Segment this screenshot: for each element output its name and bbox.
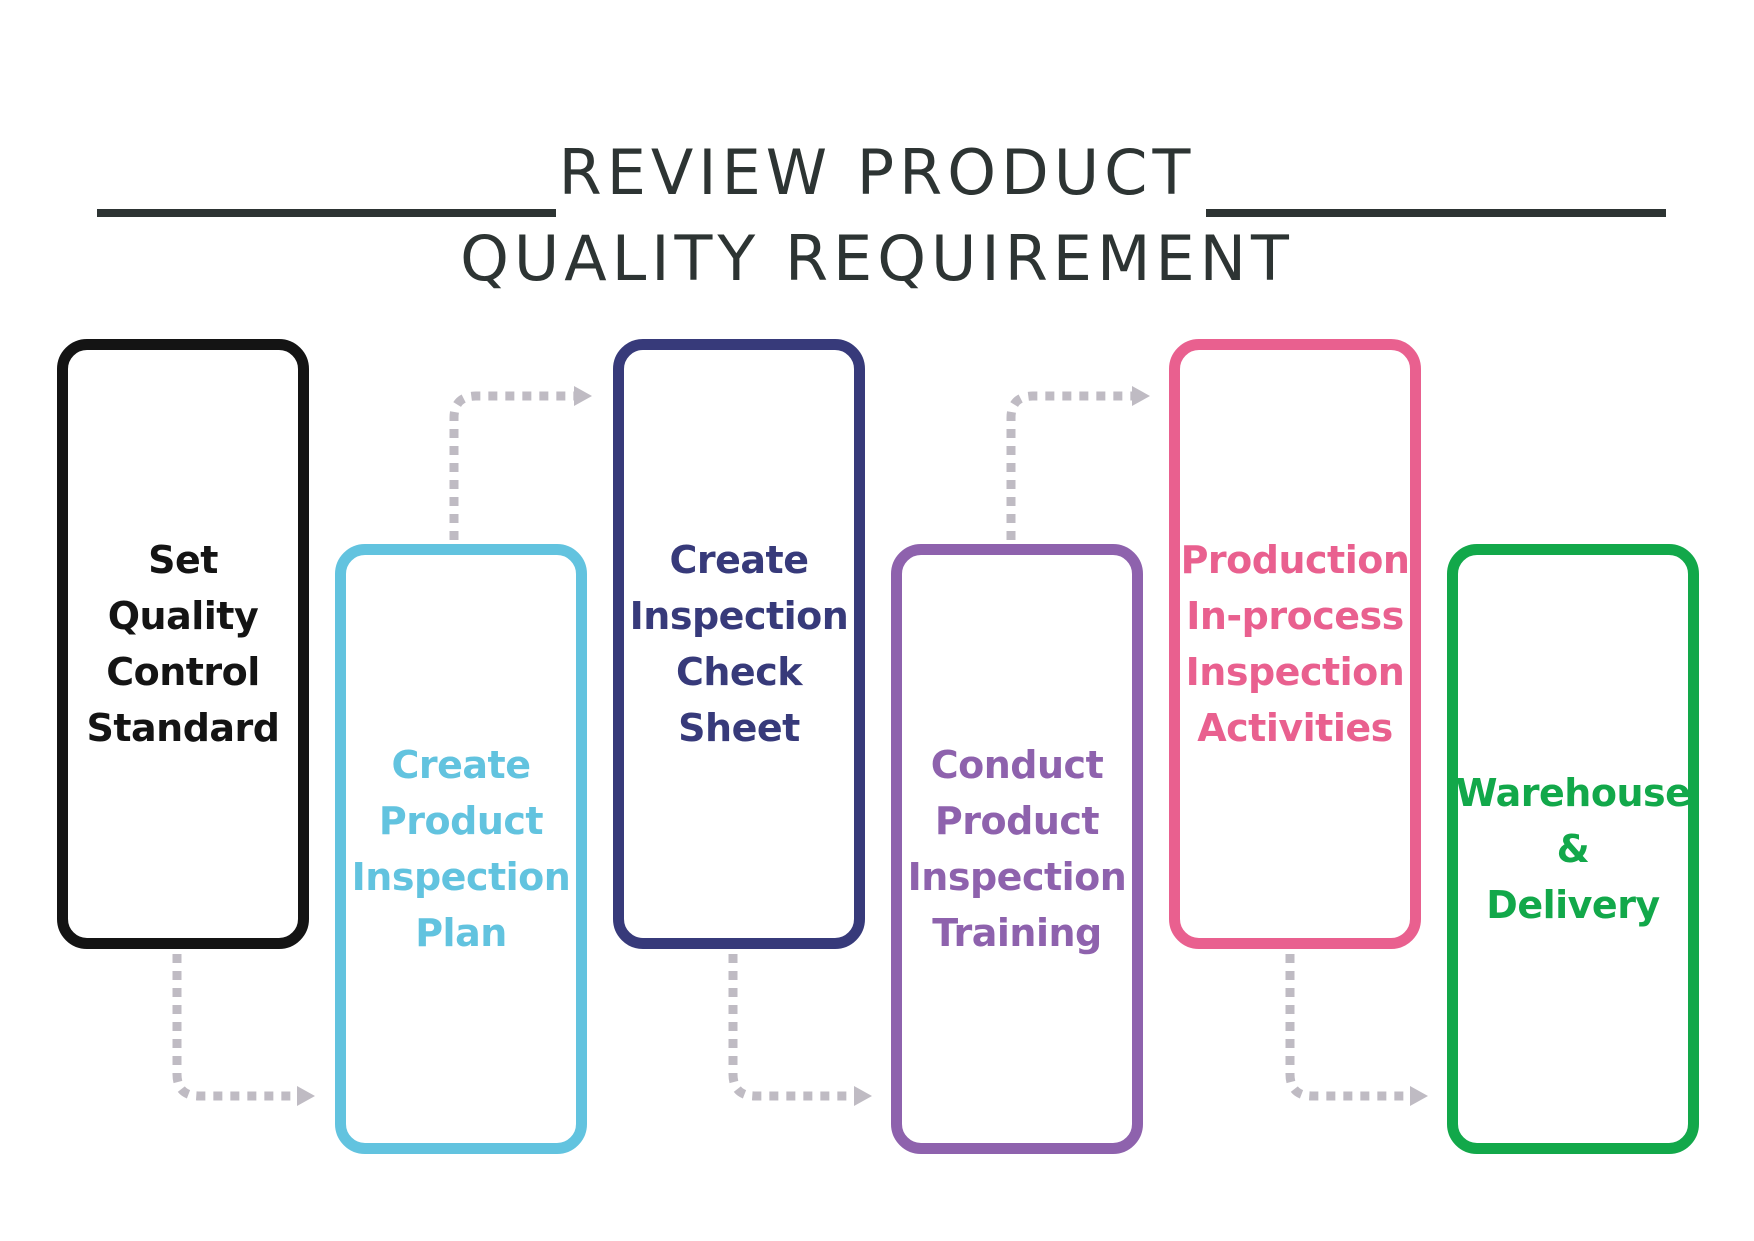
step-label-line: In-process (1186, 594, 1404, 638)
step-label-line: Standard (86, 706, 280, 750)
arrow-step4-to-step5 (1006, 391, 1132, 540)
arrow-step3-to-step4-head-icon (854, 1086, 872, 1106)
title-line-2: QUALITY REQUIREMENT (460, 222, 1294, 295)
step-label-line: Set (148, 538, 218, 582)
step-label-line: Check (675, 650, 803, 694)
step-label-line: Plan (415, 911, 507, 955)
arrow-step3-to-step4 (728, 954, 854, 1101)
step-label-line: Create (391, 743, 531, 787)
arrow-step2-to-step3-head-icon (574, 386, 592, 406)
step-label-line: & (1556, 827, 1590, 871)
step-label-line: Inspection (1185, 650, 1405, 694)
title-line-1: REVIEW PRODUCT (558, 136, 1196, 209)
step-box-6: Warehouse & Delivery (1447, 544, 1699, 1154)
step-label-line: Warehouse (1455, 771, 1691, 815)
step-label-line: Quality (107, 594, 259, 638)
step-label-line: Product (378, 799, 544, 843)
arrow-step1-to-step2 (172, 954, 297, 1101)
step-label-line: Activities (1197, 706, 1393, 750)
title-rule-left (97, 209, 556, 217)
arrow-step4-to-step5-head-icon (1132, 386, 1150, 406)
arrow-step1-to-step2-head-icon (297, 1086, 315, 1106)
step-label-line: Delivery (1486, 883, 1660, 927)
step-label-line: Training (932, 911, 1102, 955)
step-label-line: Create (669, 538, 809, 582)
step-label-line: Inspection (907, 855, 1127, 899)
step-label-line: Production (1180, 538, 1410, 582)
step-label-line: Inspection (351, 855, 571, 899)
step-label-line: Product (934, 799, 1100, 843)
title-rule-right (1206, 209, 1666, 217)
step-label-line: Control (106, 650, 260, 694)
step-label-line: Inspection (629, 594, 849, 638)
step-label-line: Sheet (678, 706, 800, 750)
arrow-step5-to-step6 (1285, 954, 1410, 1101)
arrow-step2-to-step3 (449, 391, 574, 540)
arrow-step5-to-step6-head-icon (1410, 1086, 1428, 1106)
step-label-line: Conduct (930, 743, 1104, 787)
